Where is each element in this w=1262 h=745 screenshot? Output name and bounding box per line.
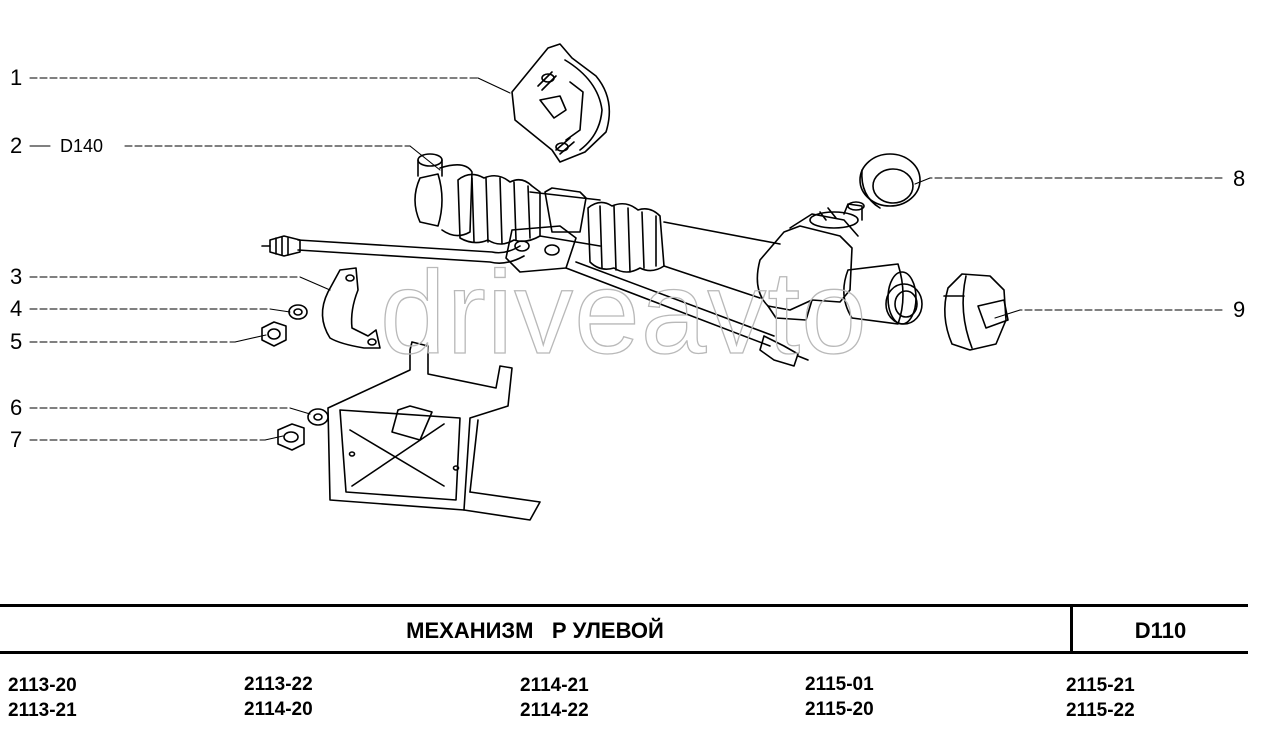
rack-housing (414, 153, 923, 325)
callout-9: 9 (1233, 297, 1246, 322)
reference-label: D140 (60, 136, 104, 156)
callout-6: 6 (10, 395, 23, 420)
callout-1: 1 (10, 65, 23, 90)
part-3-bracket (321, 267, 381, 349)
drawing-title: МЕХАНИЗМ Р УЛЕВОЙ (406, 618, 664, 643)
model-code: 2115-20 (805, 699, 874, 720)
model-code: 2114-21 (520, 675, 589, 696)
washers-and-nuts (261, 304, 329, 451)
model-code: 2113-20 (8, 675, 77, 696)
callout-8: 8 (1233, 166, 1246, 191)
title-divider (1070, 606, 1073, 652)
model-code: 2113-21 (8, 700, 77, 721)
model-code: 2115-01 (805, 674, 874, 695)
title-rule-top (0, 604, 1248, 607)
part-1-clamp (511, 43, 611, 163)
callout-4: 4 (10, 296, 23, 321)
steering-rack-drawing (29, 43, 1223, 521)
bench-stand (327, 341, 541, 521)
callout-2: 2 (10, 133, 23, 158)
callout-3: 3 (10, 264, 23, 289)
title-rule-bottom (0, 651, 1248, 654)
tie-rods (261, 225, 809, 367)
part-9-support (943, 273, 1009, 351)
drawing-code: D110 (1134, 618, 1187, 643)
model-code: 2114-20 (244, 699, 313, 720)
part-8-ring (859, 153, 921, 209)
leader-lines (29, 77, 1223, 441)
callout-7: 7 (10, 427, 23, 452)
model-code: 2115-22 (1066, 700, 1135, 721)
model-code: 2114-22 (520, 700, 589, 721)
model-code: 2113-22 (244, 674, 313, 695)
watermark-text: driveavto (379, 247, 868, 379)
model-code: 2115-21 (1066, 675, 1135, 696)
callout-5: 5 (10, 329, 23, 354)
